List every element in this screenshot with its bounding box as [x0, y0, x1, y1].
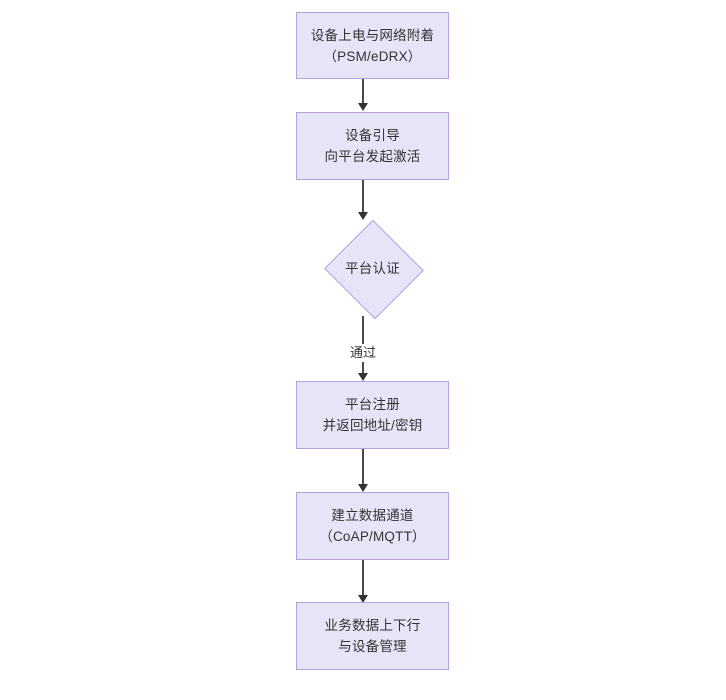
node-platform-auth-label: 平台认证 [345, 261, 400, 276]
node-data-channel-line1: 建立数据通道 [331, 508, 414, 523]
node-bootstrap-line1: 设备引导 [345, 128, 400, 143]
node-business-data[interactable]: 业务数据上下行 与设备管理 [296, 602, 449, 670]
node-business-data-line2: 与设备管理 [338, 639, 407, 654]
node-platform-register[interactable]: 平台注册 并返回地址/密钥 [296, 381, 449, 449]
node-power-on-line1: 设备上电与网络附着 [310, 27, 435, 43]
edge-power-on-to-bootstrap-line [362, 79, 364, 104]
node-data-channel-line2: （CoAP/MQTT） [319, 529, 426, 544]
node-bootstrap[interactable]: 设备引导 向平台发起激活 [296, 112, 449, 180]
node-business-data-line1: 业务数据上下行 [324, 618, 421, 633]
node-platform-auth[interactable]: 平台认证 [323, 219, 424, 320]
node-data-channel[interactable]: 建立数据通道 （CoAP/MQTT） [296, 492, 449, 560]
edge-auth-to-register-arrow [358, 373, 368, 381]
edge-register-to-channel-arrow [358, 484, 368, 492]
edge-bootstrap-to-auth-line [362, 180, 364, 213]
edge-label-pass: 通过 [346, 344, 380, 362]
edge-channel-to-business-line [362, 560, 364, 596]
node-platform-register-line2: 并返回地址/密钥 [322, 418, 423, 433]
node-platform-register-line1: 平台注册 [345, 397, 400, 412]
node-power-on-line2: （PSM/eDRX） [323, 48, 422, 64]
edge-channel-to-business-arrow [358, 595, 368, 603]
edge-register-to-channel-line [362, 449, 364, 485]
node-bootstrap-line2: 向平台发起激活 [324, 149, 421, 164]
node-power-on[interactable]: 设备上电与网络附着 （PSM/eDRX） [296, 12, 449, 79]
edge-power-on-to-bootstrap-arrow [358, 103, 368, 111]
edge-bootstrap-to-auth-arrow [358, 212, 368, 220]
